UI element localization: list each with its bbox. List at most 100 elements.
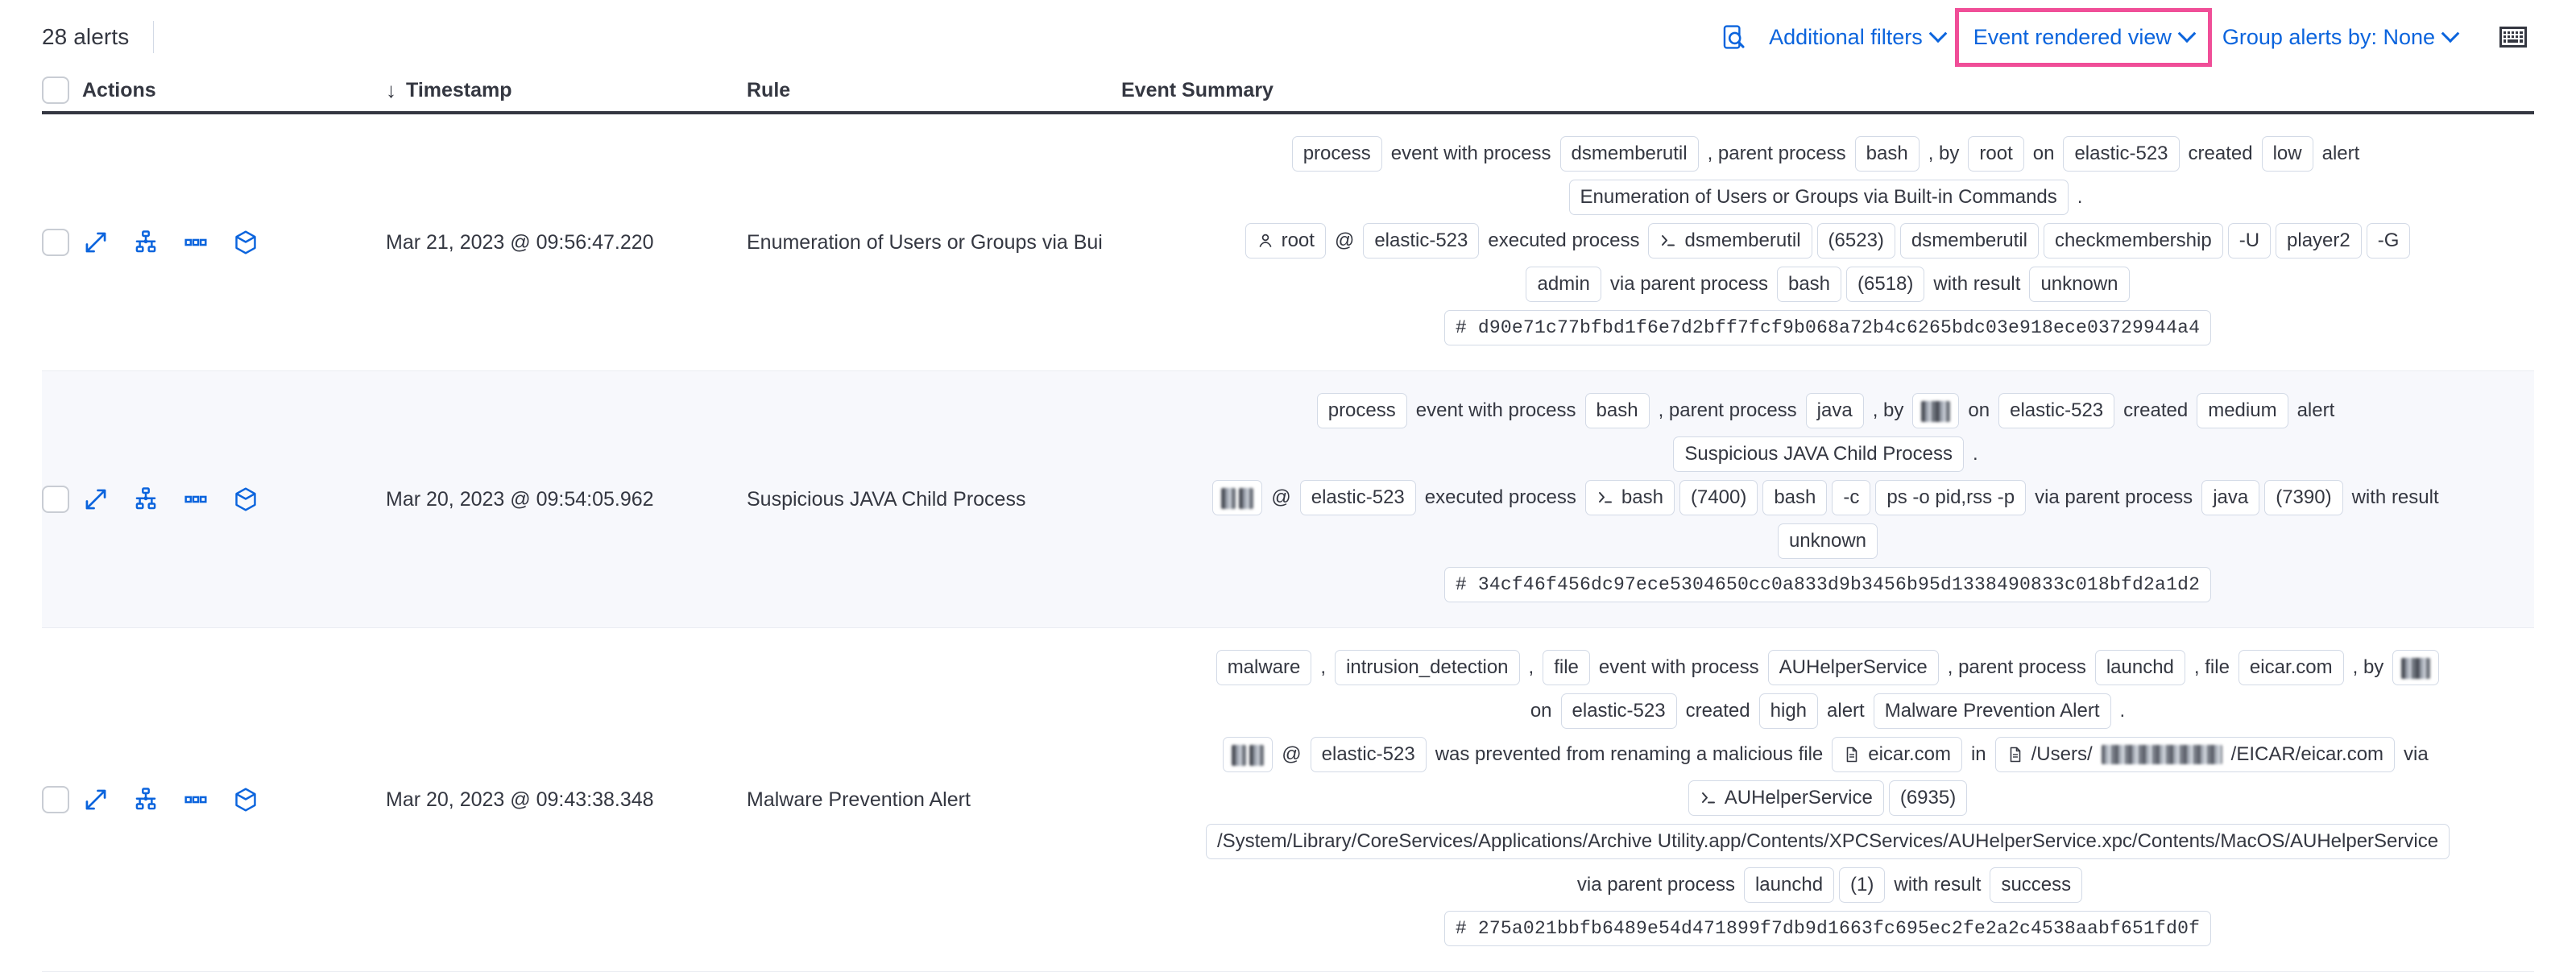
additional-filters-label: Additional filters	[1769, 24, 1923, 49]
summary-token-text: (1)	[1850, 874, 1874, 895]
summary-token[interactable]: /Users//EICAR/eicar.com	[1994, 737, 2396, 772]
column-header-timestamp[interactable]: ↓ Timestamp	[386, 79, 747, 102]
more-actions-icon[interactable]	[182, 229, 209, 256]
summary-token[interactable]: launchd	[2094, 650, 2185, 685]
summary-token[interactable]: # 34cf46f456dc97ece5304650cc0a833d9b3456…	[1443, 567, 2212, 602]
summary-token[interactable]: intrusion_detection	[1335, 650, 1520, 685]
summary-token[interactable]: elastic-523	[1299, 480, 1416, 515]
summary-token[interactable]: -G	[2366, 223, 2411, 259]
column-header-rule[interactable]: Rule	[747, 79, 1121, 102]
analyze-event-icon[interactable]	[132, 229, 159, 256]
summary-token[interactable]: dsmemberutil	[1648, 223, 1812, 259]
summary-token[interactable]: process	[1316, 393, 1407, 428]
redacted-value	[2401, 657, 2431, 679]
summary-token[interactable]: bash	[1854, 136, 1920, 172]
summary-token[interactable]	[1223, 737, 1274, 772]
summary-token[interactable]: malware	[1216, 650, 1312, 685]
more-actions-icon[interactable]	[182, 786, 209, 813]
summary-token[interactable]: java	[1805, 393, 1864, 428]
session-view-icon[interactable]	[232, 786, 259, 813]
summary-token[interactable]: dsmemberutil	[1899, 223, 2039, 259]
summary-token[interactable]	[1212, 480, 1263, 515]
summary-token[interactable]: file	[1543, 650, 1590, 685]
more-actions-icon[interactable]	[182, 486, 209, 513]
summary-token[interactable]: low	[2261, 136, 2313, 172]
timestamp-value: Mar 20, 2023 @ 09:43:38.348	[386, 788, 654, 811]
summary-token[interactable]: elastic-523	[1560, 693, 1677, 729]
inspect-query-icon[interactable]	[1716, 19, 1753, 56]
summary-token[interactable]: AUHelperService	[1688, 780, 1884, 816]
additional-filters-button[interactable]: Additional filters	[1758, 20, 1956, 55]
summary-token[interactable]: success	[1990, 867, 2083, 903]
summary-token[interactable]: eicar.com	[1832, 737, 1962, 772]
summary-text: event with process	[1598, 656, 1759, 678]
expand-icon[interactable]	[82, 786, 110, 813]
summary-token[interactable]: process	[1291, 136, 1382, 172]
summary-token[interactable]: # d90e71c77bfbd1f6e7d2bff7fcf9b068a72b4c…	[1443, 310, 2212, 345]
summary-token[interactable]: high	[1758, 693, 1819, 729]
summary-token[interactable]: admin	[1526, 267, 1601, 302]
summary-token[interactable]: elastic-523	[1998, 393, 2115, 428]
group-alerts-by-button[interactable]: Group alerts by: None	[2211, 20, 2468, 55]
summary-token-text: AUHelperService	[1779, 656, 1928, 678]
keyboard-shortcuts-icon[interactable]	[2492, 16, 2534, 58]
summary-token[interactable]: -U	[2227, 223, 2272, 259]
session-view-icon[interactable]	[232, 486, 259, 513]
session-view-icon[interactable]	[232, 229, 259, 256]
summary-token[interactable]: checkmembership	[2043, 223, 2223, 259]
row-select-checkbox[interactable]	[42, 486, 69, 513]
summary-token[interactable]: elastic-523	[1363, 223, 1480, 259]
summary-token[interactable]: (6518)	[1846, 267, 1925, 302]
expand-icon[interactable]	[82, 229, 110, 256]
summary-token[interactable]: (7390)	[2264, 480, 2343, 515]
summary-token[interactable]: -c	[1832, 480, 1871, 515]
summary-token[interactable]: eicar.com	[2238, 650, 2344, 685]
table-row[interactable]: Mar 20, 2023 @ 09:43:38.348 Malware Preve…	[42, 628, 2534, 972]
summary-token[interactable]: (6935)	[1888, 780, 1968, 816]
summary-token[interactable]: java	[2201, 480, 2260, 515]
summary-token-text: admin	[1537, 273, 1590, 295]
summary-token[interactable]: Malware Prevention Alert	[1873, 693, 2111, 729]
summary-token[interactable]: dsmemberutil	[1559, 136, 1699, 172]
summary-token[interactable]: (1)	[1839, 867, 1886, 903]
summary-token[interactable]: Suspicious JAVA Child Process	[1673, 436, 1964, 472]
summary-token[interactable]: bash	[1762, 480, 1828, 515]
summary-token[interactable]: bash	[1776, 267, 1842, 302]
column-header-event-summary[interactable]: Event Summary	[1121, 79, 2534, 102]
analyze-event-icon[interactable]	[132, 786, 159, 813]
sort-descending-icon: ↓	[386, 78, 396, 102]
summary-token[interactable]: root	[1245, 223, 1326, 259]
row-actions-cell	[82, 371, 386, 627]
summary-token[interactable]	[1912, 393, 1960, 428]
summary-token[interactable]: bash	[1584, 480, 1675, 515]
summary-token[interactable]: # 275a021bbfb6489e54d471899f7db9d1663fc6…	[1443, 911, 2212, 946]
summary-token[interactable]: medium	[2197, 393, 2288, 428]
summary-token-text: elastic-523	[2074, 143, 2168, 164]
summary-token[interactable]: elastic-523	[2063, 136, 2180, 172]
summary-token[interactable]: player2	[2276, 223, 2362, 259]
summary-token[interactable]: elastic-523	[1310, 737, 1427, 772]
summary-token[interactable]: (6523)	[1816, 223, 1895, 259]
expand-icon[interactable]	[82, 486, 110, 513]
analyze-event-icon[interactable]	[132, 486, 159, 513]
summary-token[interactable]	[2392, 650, 2440, 685]
summary-token[interactable]: unknown	[2029, 267, 2130, 302]
summary-token[interactable]: AUHelperService	[1767, 650, 1939, 685]
summary-token[interactable]: launchd	[1743, 867, 1835, 903]
summary-token[interactable]: root	[1968, 136, 2024, 172]
summary-token[interactable]: ps -o pid,rss -p	[1875, 480, 2027, 515]
row-select-checkbox[interactable]	[42, 786, 69, 813]
summary-token[interactable]: /System/Library/CoreServices/Application…	[1205, 824, 2450, 859]
summary-token-text: process	[1302, 143, 1371, 164]
summary-token[interactable]: unknown	[1777, 523, 1878, 559]
event-rendered-view-button[interactable]: Event rendered view	[1954, 7, 2212, 67]
summary-text: event with process	[1390, 143, 1551, 164]
summary-text: in	[1970, 743, 1986, 765]
summary-token[interactable]: (7400)	[1679, 480, 1758, 515]
summary-token[interactable]: Enumeration of Users or Groups via Built…	[1568, 180, 2069, 215]
summary-token[interactable]: bash	[1584, 393, 1650, 428]
select-all-checkbox[interactable]	[42, 77, 69, 104]
row-select-checkbox[interactable]	[42, 229, 69, 256]
